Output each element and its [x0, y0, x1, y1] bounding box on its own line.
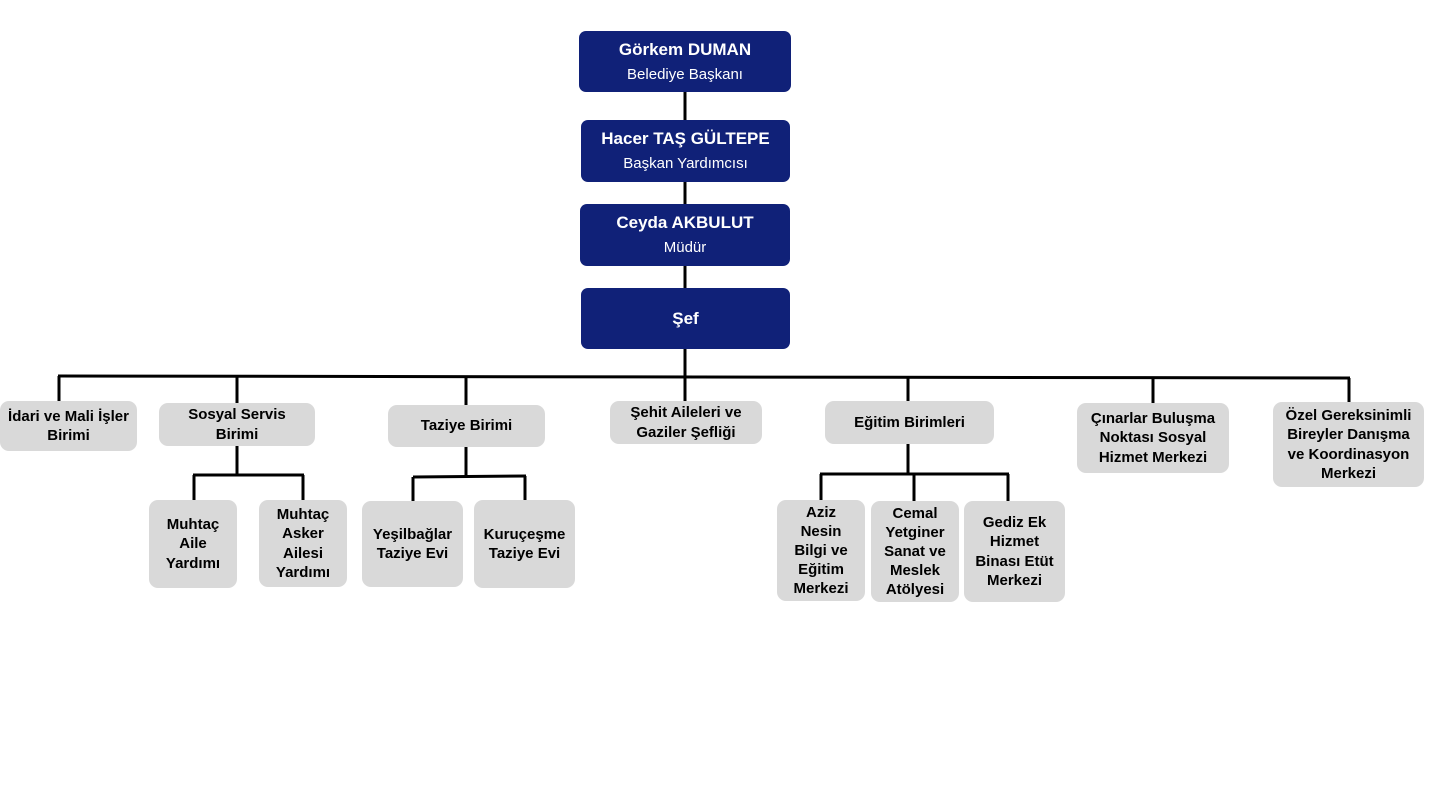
unit-taziye: Taziye Birimi [388, 405, 545, 447]
subunit-cemal: Cemal Yetginer Sanat ve Meslek Atölyesi [871, 501, 959, 602]
subunit-yesilbaglar: Yeşilbağlar Taziye Evi [362, 501, 463, 587]
deputy-box: Hacer TAŞ GÜLTEPE Başkan Yardımcısı [581, 120, 790, 182]
subunit-kurucesme: Kuruçeşme Taziye Evi [474, 500, 575, 588]
unit-sosyal-label: Sosyal Servis Birimi [188, 406, 286, 443]
unit-egitim-label: Eğitim Birimleri [854, 413, 965, 431]
subunit-kurucesme-label: Kuruçeşme Taziye Evi [483, 525, 566, 562]
unit-sehit: Şehit Aileleri ve Gaziler Şefliği [610, 401, 762, 444]
unit-ozel: Özel Gereksinimli Bireyler Danışma ve Ko… [1273, 402, 1424, 487]
chief-box: Şef [581, 288, 790, 349]
unit-sehit-label: Şehit Aileleri ve Gaziler Şefliği [630, 404, 742, 441]
mayor-name: Görkem DUMAN [618, 39, 752, 59]
director-name: Ceyda AKBULUT [616, 213, 754, 232]
director-role: Müdür [663, 239, 707, 257]
subunit-muhtac-asker: Muhtaç Asker Ailesi Yardımı [259, 500, 347, 587]
unit-idari-label: İdari ve Mali İşler Birimi [8, 407, 129, 444]
chief-title: Şef [672, 308, 699, 328]
director-box: Ceyda AKBULUT Müdür [580, 204, 790, 266]
unit-egitim: Eğitim Birimleri [825, 401, 994, 444]
connector-taziye-bus [412, 474, 527, 479]
unit-taziye-label: Taziye Birimi [420, 417, 513, 435]
subunit-yesilbaglar-label: Yeşilbağlar Taziye Evi [372, 525, 453, 562]
unit-cinarlar-label: Çınarlar Buluşma Noktası Sosyal Hizmet M… [1090, 410, 1216, 466]
subunit-gediz-label: Gediz Ek Hizmet Binası Etüt Merkezi [975, 514, 1054, 589]
subunit-muhtac-asker-label: Muhtaç Asker Ailesi Yardımı [275, 506, 331, 581]
subunit-aziz-nesin-label: Aziz Nesin Bilgi ve Eğitim Merkezi [793, 503, 849, 598]
deputy-name: Hacer TAŞ GÜLTEPE [601, 129, 770, 148]
subunit-muhtac-aile: Muhtaç Aile Yardımı [149, 500, 237, 588]
unit-sosyal: Sosyal Servis Birimi [159, 403, 315, 446]
subunit-gediz: Gediz Ek Hizmet Binası Etüt Merkezi [964, 501, 1065, 602]
unit-idari: İdari ve Mali İşler Birimi [0, 401, 137, 451]
mayor-box: Görkem DUMAN Belediye Başkanı [579, 31, 791, 92]
deputy-role: Başkan Yardımcısı [623, 155, 748, 173]
subunit-cemal-label: Cemal Yetginer Sanat ve Meslek Atölyesi [884, 504, 946, 599]
connector-main-bus [57, 374, 1351, 380]
subunit-muhtac-aile-label: Muhtaç Aile Yardımı [165, 516, 221, 572]
mayor-role: Belediye Başkanı [627, 65, 743, 83]
unit-ozel-label: Özel Gereksinimli Bireyler Danışma ve Ko… [1285, 407, 1412, 482]
subunit-aziz-nesin: Aziz Nesin Bilgi ve Eğitim Merkezi [777, 500, 865, 601]
unit-cinarlar: Çınarlar Buluşma Noktası Sosyal Hizmet M… [1077, 403, 1229, 473]
